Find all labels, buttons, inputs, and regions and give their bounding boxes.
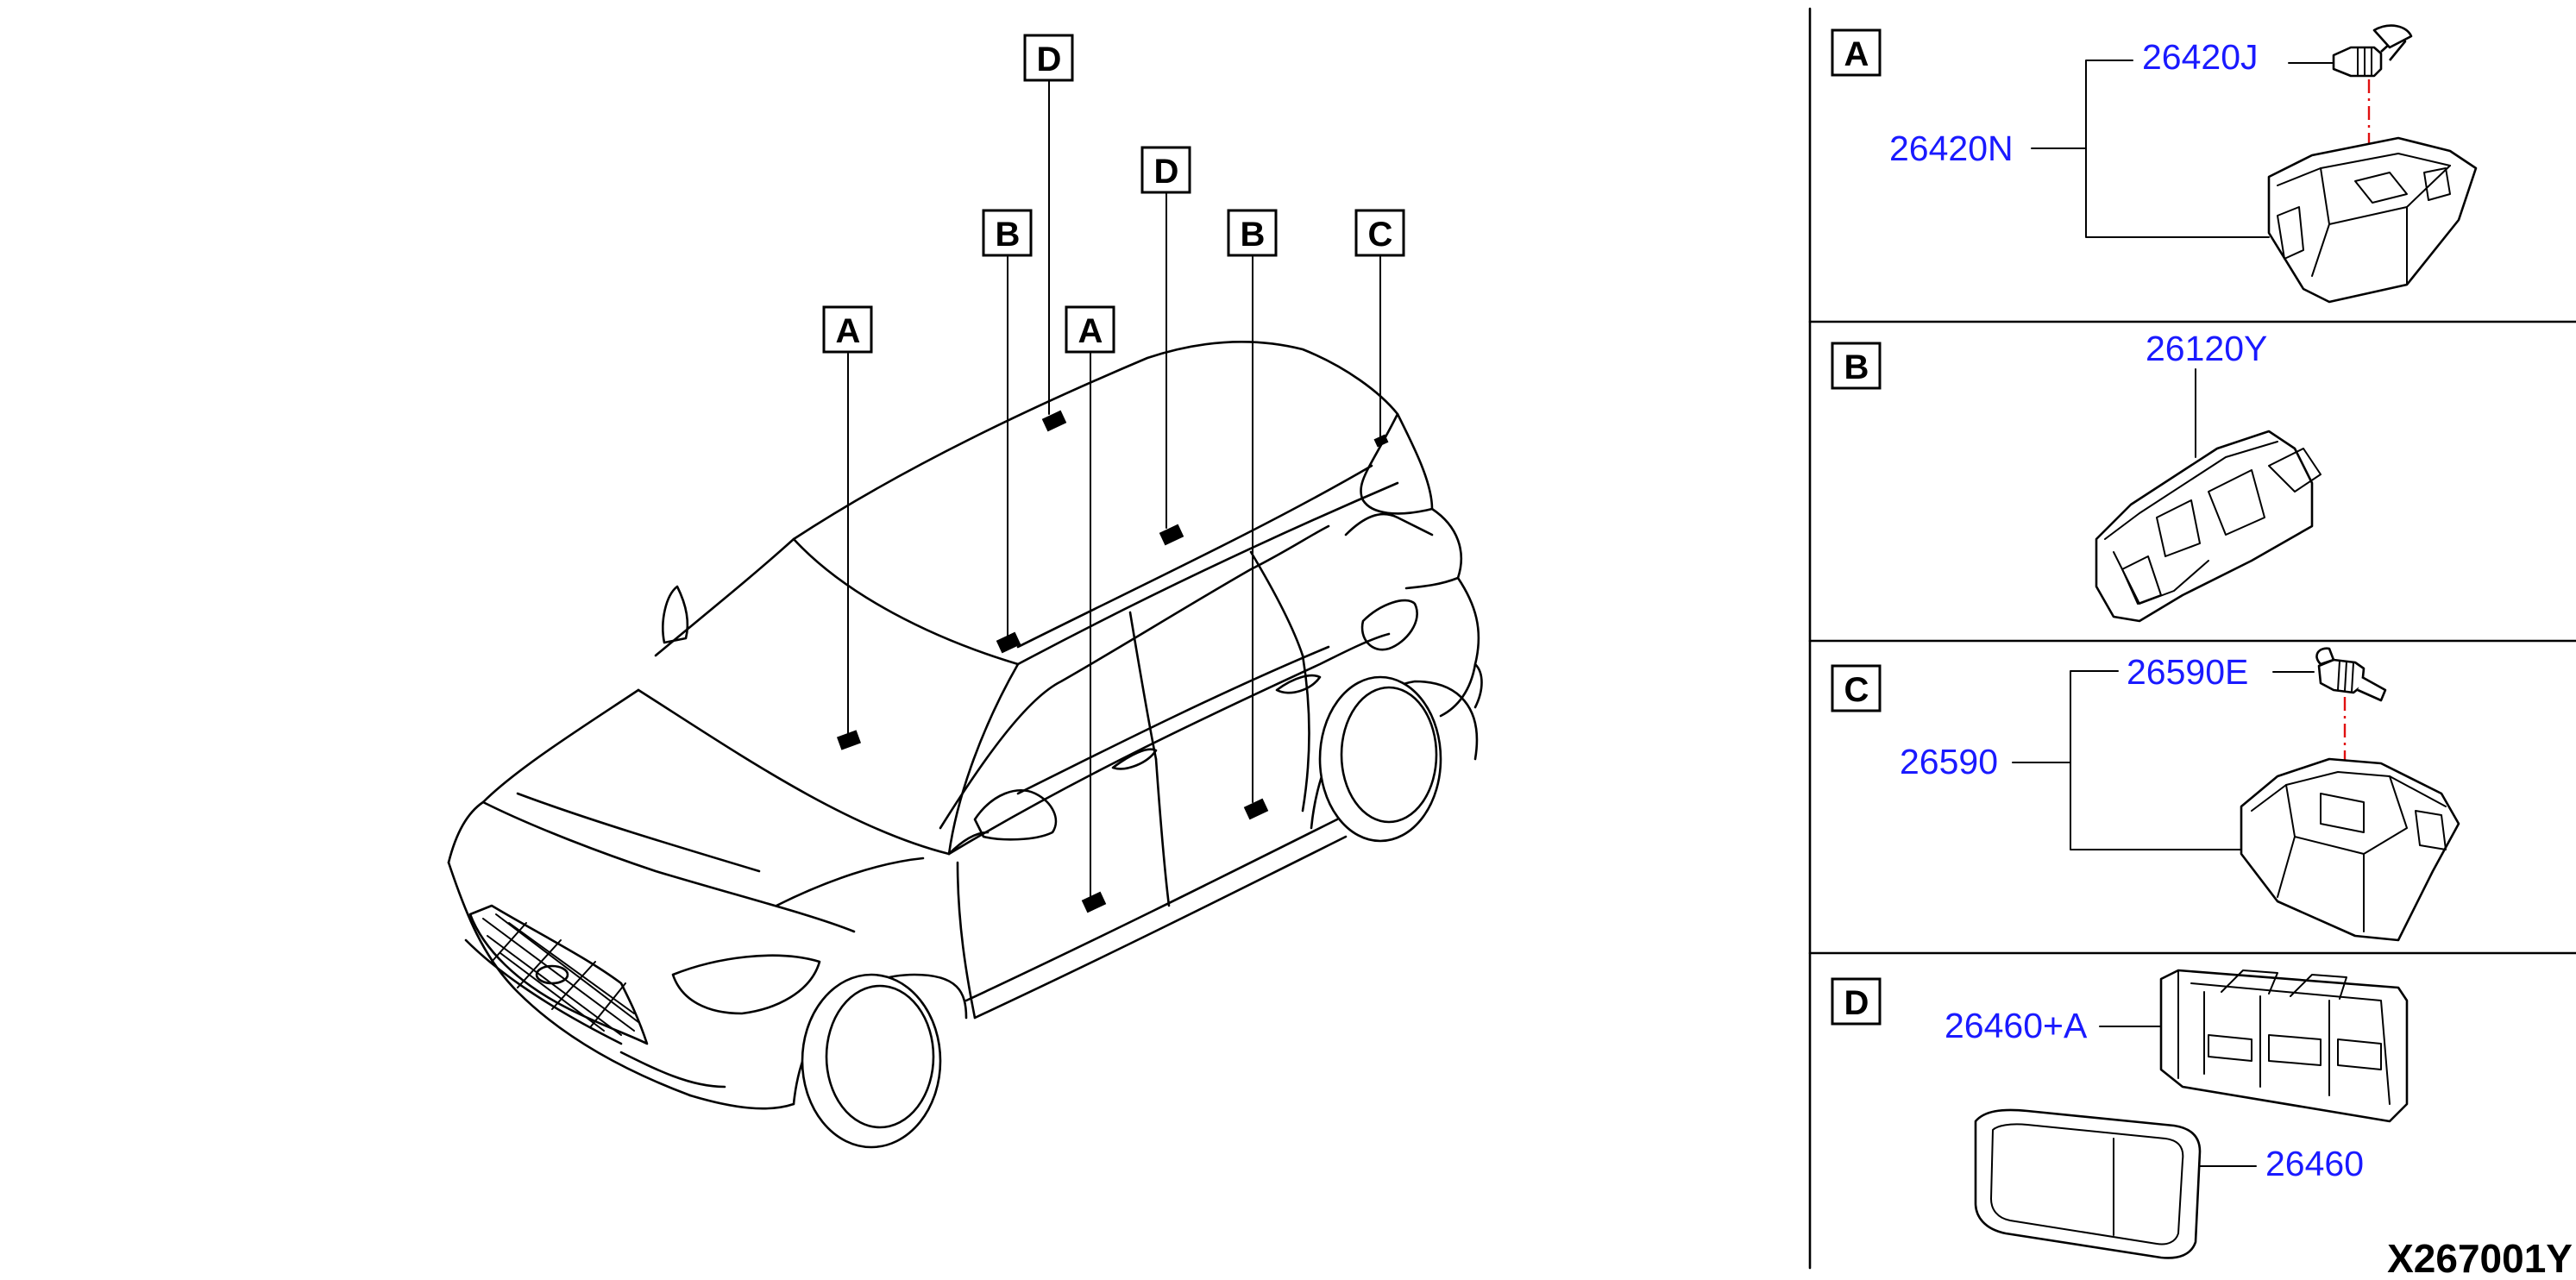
callout-letter: D: [1154, 153, 1179, 191]
lamp-housing-icon: [2095, 430, 2322, 623]
part-number[interactable]: 26420J: [2142, 37, 2259, 77]
rear-wheel: [1318, 675, 1442, 843]
panel-letter: D: [1844, 984, 1869, 1022]
parts-panels: [1808, 7, 2576, 1270]
lamp-marker: [836, 730, 862, 750]
part-number[interactable]: 26460+A: [1945, 1006, 2088, 1045]
callout-letter: B: [1241, 216, 1266, 254]
car-callout-front: A: [822, 305, 873, 750]
logo-emblem: [535, 964, 569, 985]
callout-letter: C: [1368, 216, 1393, 254]
front-hub: [825, 984, 935, 1129]
panel-letter: B: [1844, 348, 1869, 386]
rear-hub: [1340, 686, 1438, 824]
car-callout-door: A: [1065, 305, 1115, 913]
lamp-lens-icon: [1974, 1108, 2202, 1259]
lamp-marker: [1373, 434, 1389, 448]
part-number[interactable]: 26590E: [2127, 652, 2248, 692]
grille-mesh: [482, 913, 639, 1036]
car-callout-roof-front: D: [1023, 34, 1074, 432]
front-wheel: [801, 973, 942, 1149]
bulb-icon: [2332, 24, 2413, 78]
lamp-marker: [996, 631, 1021, 654]
car-callout-roof-rear: D: [1140, 146, 1191, 546]
lamp-housing-icon: [2240, 757, 2460, 942]
diagram-code: X267001Y: [2387, 1236, 2573, 1280]
bulb-icon: [2315, 647, 2387, 702]
lamp-marker: [1159, 524, 1184, 546]
lamp-marker: [1081, 891, 1107, 913]
panel-c: C 26590E 26590: [1831, 647, 2460, 942]
callout-letter: A: [836, 312, 861, 350]
callout-letter: B: [996, 216, 1021, 254]
panel-letter: C: [1844, 671, 1869, 709]
callout-letter: A: [1078, 312, 1103, 350]
panel-b: B 26120Y: [1831, 329, 2322, 623]
part-number[interactable]: 26460: [2265, 1144, 2364, 1183]
car-callout-rear: B: [1227, 209, 1278, 820]
panel-letter: A: [1844, 35, 1869, 73]
panel-d: D 26460+A 26460: [1831, 969, 2409, 1259]
vehicle-illustration: [447, 341, 1483, 1149]
part-number[interactable]: 26120Y: [2146, 329, 2267, 368]
callout-letter: D: [1037, 41, 1062, 78]
lamp-marker: [1243, 798, 1269, 820]
part-number[interactable]: 26590: [1900, 742, 1998, 781]
car-callout-mid: B: [982, 209, 1033, 654]
part-number[interactable]: 26420N: [1889, 129, 2014, 168]
car-callout-tailgate: C: [1354, 209, 1405, 448]
panel-a: A 26420J 26420N: [1831, 24, 2478, 304]
lamp-marker: [1041, 410, 1067, 432]
lamp-unit-icon: [2159, 969, 2409, 1123]
lamp-housing-icon: [2267, 136, 2478, 304]
